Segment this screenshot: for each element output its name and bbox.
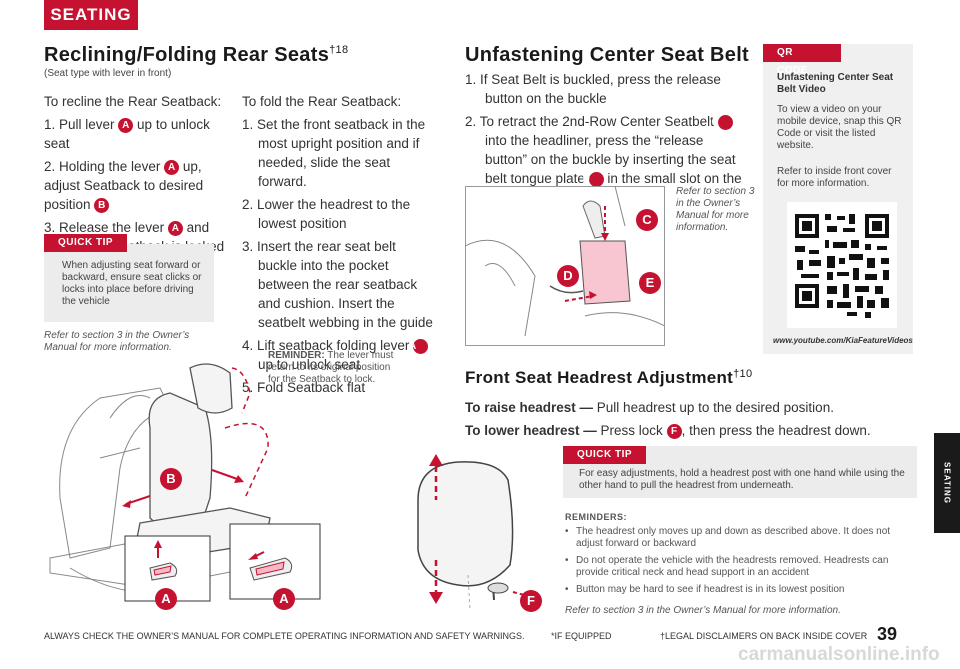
reminder-text: The lever must return to its original po… — [268, 350, 394, 385]
fold-step-4: 4. Lift seatback folding lever A up to u… — [242, 336, 438, 374]
reminders-label: REMINDERS: — [565, 512, 628, 522]
side-section-tab: SEATING — [934, 433, 960, 533]
unfastening-step-1: 1. If Seat Belt is buckled, press the re… — [465, 72, 721, 106]
section-tab: SEATING — [44, 0, 138, 30]
headrest-quick-tip-text: For easy adjustments, hold a headrest po… — [579, 468, 905, 491]
recline-step-1: 1. Pull lever A up to unlock seat — [44, 117, 210, 151]
callout-c: C — [636, 209, 658, 231]
fold-step-5: 5. Fold Seatback flat — [242, 380, 366, 395]
reminder-item: Button may be hard to see if headrest is… — [565, 584, 910, 596]
recline-step-2: 2. Holding the lever A up, adjust Seatba… — [44, 159, 204, 213]
headrest-title-text: Front Seat Headrest Adjustment — [465, 368, 734, 387]
fold-instructions: To fold the Rear Seatback: 1. Set the fr… — [242, 92, 438, 401]
callout-d: D — [557, 265, 579, 287]
callout-a: A — [155, 588, 177, 610]
raise-headrest: To raise headrest — Pull headrest up to … — [465, 400, 834, 415]
reminder-item: Do not operate the vehicle with the head… — [565, 555, 910, 579]
headrest-quick-tip-box: QUICK TIP For easy adjustments, hold a h… — [563, 446, 917, 498]
callout-e: E — [639, 272, 661, 294]
reclining-title: Reclining/Folding Rear Seats†18 — [44, 44, 348, 67]
badge-f: F — [666, 424, 682, 439]
badge-b: B — [94, 198, 110, 213]
callout-a: A — [273, 588, 295, 610]
badge-a: A — [164, 160, 180, 175]
qr-text-2: Refer to inside front cover for more inf… — [777, 166, 892, 189]
fold-step-3: 3. Insert the rear seat belt buckle into… — [242, 239, 433, 330]
footer-legal: †LEGAL DISCLAIMERS ON BACK INSIDE COVER — [660, 631, 868, 641]
badge-d: D — [582, 172, 604, 187]
reclining-title-text: Reclining/Folding Rear Seats — [44, 44, 330, 66]
badge-a: A — [167, 221, 183, 236]
rear-seat-illustration — [49, 363, 321, 602]
headrest-refer-text: Refer to section 3 in the Owner’s Manual… — [565, 605, 841, 616]
unfastening-title: Unfastening Center Seat Belt — [465, 44, 750, 66]
footer-if-equipped: *IF EQUIPPED — [551, 631, 612, 641]
reclining-subtitle: (Seat type with lever in front) — [44, 68, 172, 79]
unfastening-refer-text: Refer to section 3 in the Owner’s Manual… — [676, 186, 755, 233]
quick-tip-box: QUICK TIP When adjusting seat forward or… — [44, 234, 214, 322]
qr-url[interactable]: www.youtube.com/KiaFeatureVideos — [773, 336, 913, 345]
reminder-item: The headrest only moves up and down as d… — [565, 526, 910, 550]
headrest-title: Front Seat Headrest Adjustment†10 — [465, 368, 752, 388]
fold-step-1: 1. Set the front seatback in the most up… — [242, 117, 426, 189]
badge-a: A — [118, 118, 134, 133]
side-tab-label: SEATING — [942, 462, 952, 504]
watermark: carmanualsonline.info — [738, 644, 940, 665]
footer-warning: ALWAYS CHECK THE OWNER’S MANUAL FOR COMP… — [44, 631, 525, 641]
headrest-quick-tip-label: QUICK TIP — [563, 446, 647, 464]
qr-title: Unfastening Center Seat Belt Video — [777, 72, 894, 95]
headrest-instructions: To raise headrest — Pull headrest up to … — [465, 398, 885, 444]
refer-text: Refer to section 3 in the Owner’s Manual… — [44, 330, 190, 353]
quick-tip-text: When adjusting seat forward or backward,… — [62, 260, 202, 307]
quick-tip-label: QUICK TIP — [44, 234, 128, 252]
headrest-title-sup: †10 — [733, 368, 753, 380]
reclining-title-sup: †18 — [329, 44, 349, 56]
callout-f: F — [520, 590, 542, 612]
reminder-note: REMINDER: The lever must return to its o… — [268, 350, 398, 386]
reminders-list: The headrest only moves up and down as d… — [565, 526, 910, 601]
qr-text-1: To view a video on your mobile device, s… — [777, 104, 902, 151]
page-number: 39 — [877, 624, 898, 644]
qr-code-image[interactable] — [787, 202, 897, 328]
headrest-illustration — [417, 454, 529, 610]
badge-a: A — [409, 339, 429, 354]
callout-b: B — [160, 468, 182, 490]
reminder-label: REMINDER: — [268, 350, 325, 361]
fold-step-2: 2. Lower the headrest to the lowest posi… — [242, 197, 411, 231]
qr-label: QR CODE — [763, 44, 841, 76]
qr-panel: QR CODE Unfastening Center Seat Belt Vid… — [763, 44, 913, 354]
lower-headrest: To lower headrest — Press lock F, then p… — [465, 423, 871, 439]
recline-intro: To recline the Rear Seatback: — [44, 94, 222, 109]
fold-intro: To fold the Rear Seatback: — [242, 94, 402, 109]
badge-c: C — [712, 115, 733, 130]
